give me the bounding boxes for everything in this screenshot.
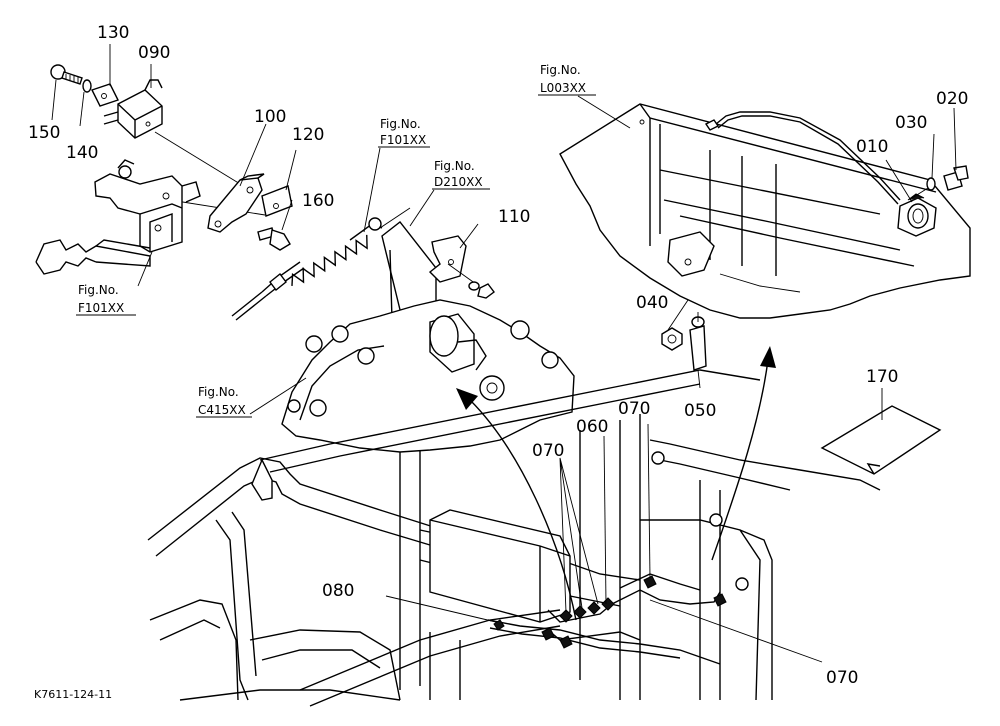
part-number-130: 130	[97, 23, 129, 43]
sensor-010	[897, 193, 937, 237]
part-labels: 130 090 150 140 100 120 160 110 020 030 …	[28, 23, 968, 688]
plate-130	[91, 83, 119, 107]
bracket-110	[428, 235, 495, 299]
part-number-030: 030	[895, 113, 927, 133]
washer-140	[82, 79, 92, 93]
fig-ref-c415: C415XX	[198, 403, 246, 417]
fig-ref-l003-label: Fig.No.	[540, 63, 581, 77]
bolt-020	[943, 165, 969, 191]
switch-bracket-assembly	[35, 64, 293, 275]
part-number-020: 020	[936, 89, 968, 109]
throttle-cable	[231, 207, 411, 321]
stay-rod	[35, 239, 151, 275]
plate-120	[261, 185, 293, 217]
fig-ref-f101-upper: F101XX	[380, 133, 426, 147]
fig-ref-f101-lower: F101XX	[78, 301, 124, 315]
part-number-100: 100	[254, 107, 286, 127]
part-number-050: 050	[684, 401, 716, 421]
nut-040	[661, 327, 683, 351]
switch-090	[103, 79, 163, 139]
part-number-070-lower: 070	[826, 668, 858, 688]
fig-ref-d210-label: Fig.No.	[434, 159, 475, 173]
washer-030	[926, 177, 936, 191]
bracket-100	[207, 173, 265, 233]
part-number-070-upper: 070	[618, 399, 650, 419]
fig-ref-f101-lower-label: Fig.No.	[78, 283, 119, 297]
part-number-120: 120	[292, 125, 324, 145]
part-number-070-middle: 070	[532, 441, 564, 461]
part-number-140: 140	[66, 143, 98, 163]
bolt-160	[257, 227, 291, 251]
part-number-080: 080	[322, 581, 354, 601]
direction-arrows	[456, 346, 776, 621]
figure-references: Fig.No. F101XX Fig.No. D210XX Fig.No. L0…	[76, 63, 596, 418]
part-number-010: 010	[856, 137, 888, 157]
diagram-code: K7611-124-11	[34, 688, 112, 701]
part-number-090: 090	[138, 43, 170, 63]
leader-lines	[51, 44, 957, 663]
bolt-150	[50, 64, 83, 85]
fig-ref-f101-upper-label: Fig.No.	[380, 117, 421, 131]
clip-050	[689, 312, 707, 371]
part-number-160: 160	[302, 191, 334, 211]
part-number-110: 110	[498, 207, 530, 227]
transmission-case	[281, 299, 575, 453]
wire-harness	[487, 573, 727, 665]
fig-ref-l003: L003XX	[540, 81, 586, 95]
fig-ref-d210: D210XX	[434, 175, 483, 189]
part-number-170: 170	[866, 367, 898, 387]
part-number-060: 060	[576, 417, 608, 437]
part-number-040: 040	[636, 293, 668, 313]
label-sheet-170	[820, 405, 942, 475]
part-number-150: 150	[28, 123, 60, 143]
pedal-bracket	[94, 159, 201, 253]
fig-ref-c415-label: Fig.No.	[198, 385, 239, 399]
fender-panel	[559, 103, 971, 319]
frame-assembly	[147, 369, 881, 707]
